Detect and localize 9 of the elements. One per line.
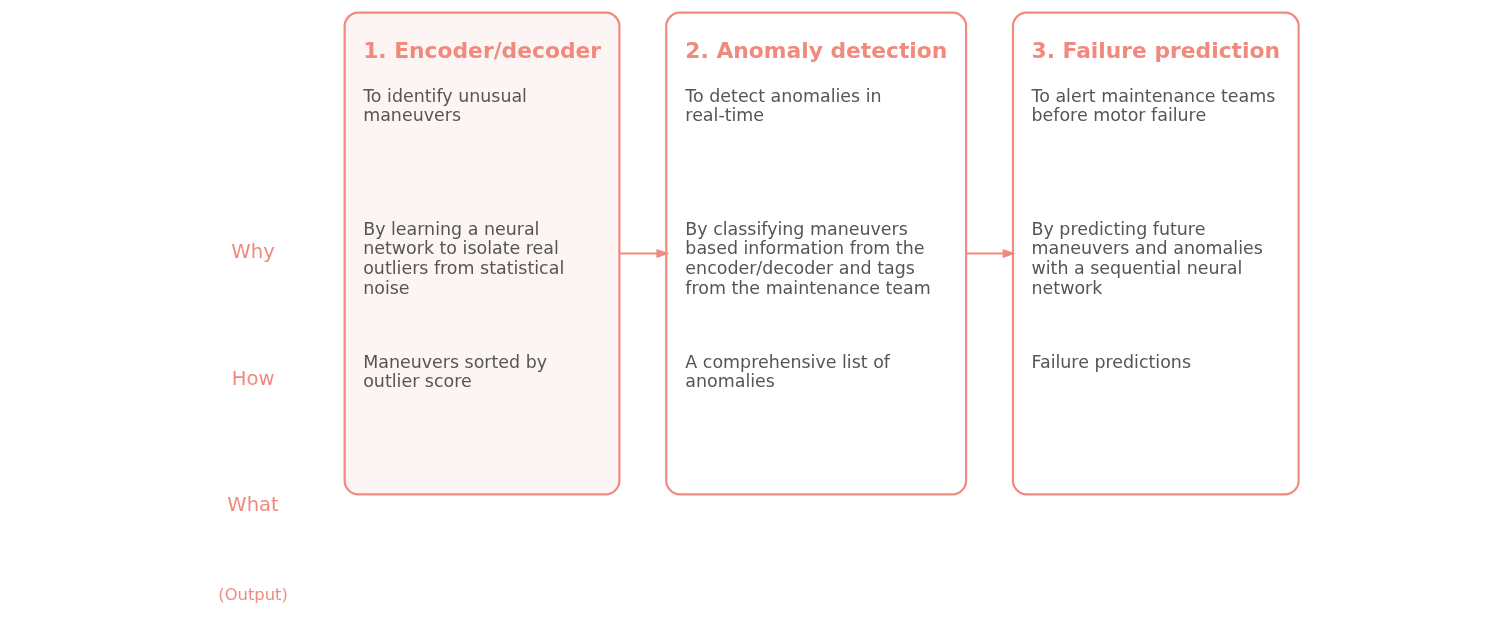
node-box: 1. Encoder/decoder To identify unusual maneuvers By learning a neural network to isolate real outliers from statistical noise Maneuvers sorted by outlier score bbox=[343, 11, 621, 496]
label: What bbox=[227, 493, 279, 517]
label: Why bbox=[231, 240, 275, 264]
node-box: 3. Failure prediction To alert maintenance teams before motor failure By predicting future maneuvers and anomalies with a sequential neural network Failure predictions bbox=[1011, 11, 1300, 496]
arrow bbox=[619, 248, 670, 259]
arrow bbox=[966, 248, 1016, 259]
node-box: 2. Anomaly detection To detect anomalies in real-time By classifying maneuvers based information from the encoder/decoder and tags from the maintenance team A comprehensive list of anomalies bbox=[665, 11, 968, 496]
label: (Output) bbox=[218, 584, 288, 604]
label: How bbox=[231, 366, 275, 390]
